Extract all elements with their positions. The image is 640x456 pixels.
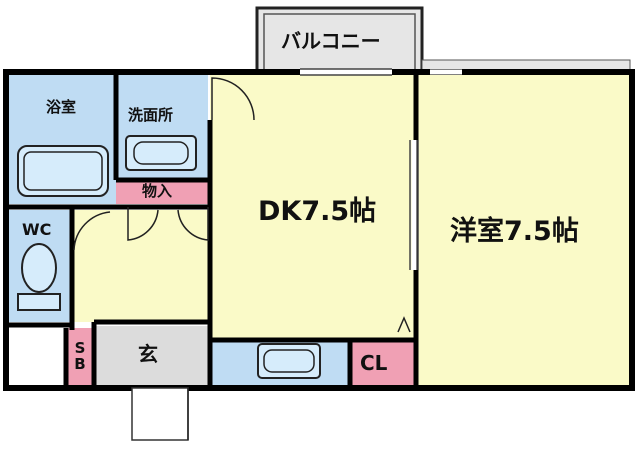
dk-floor [210,74,416,340]
storage-floor [116,180,208,204]
washroom-label: 洗面所 [128,106,174,124]
closet-floor [350,340,416,386]
wash-basin [125,135,197,171]
entrance-floor [94,326,210,386]
interior-walls [6,72,419,388]
bath-label: 浴室 [46,98,77,116]
western-room-floor [416,74,630,386]
toilet-tank [17,293,61,311]
shoebox-floor [66,328,94,386]
kitchen-sink [257,343,321,379]
balcony-label: バルコニー [281,29,381,53]
closet-label: CL [360,351,388,375]
toilet-bowl [21,243,57,293]
doors [73,68,462,441]
western-room-label: 洋室7.5帖 [450,216,579,247]
balcony-area [255,6,424,76]
kitchen-sink-bowl [263,349,315,373]
hall-floor [74,210,210,322]
bathtub-inner [23,151,103,191]
wash-basin-bowl [133,141,189,165]
shoe-box-label: SB [74,339,86,373]
dk-label: DK7.5帖 [258,196,377,227]
storage-label: 物入 [142,182,173,200]
toilet-label: WC [22,220,52,239]
bathtub [17,145,109,197]
entrance-label: 玄 [138,342,158,366]
